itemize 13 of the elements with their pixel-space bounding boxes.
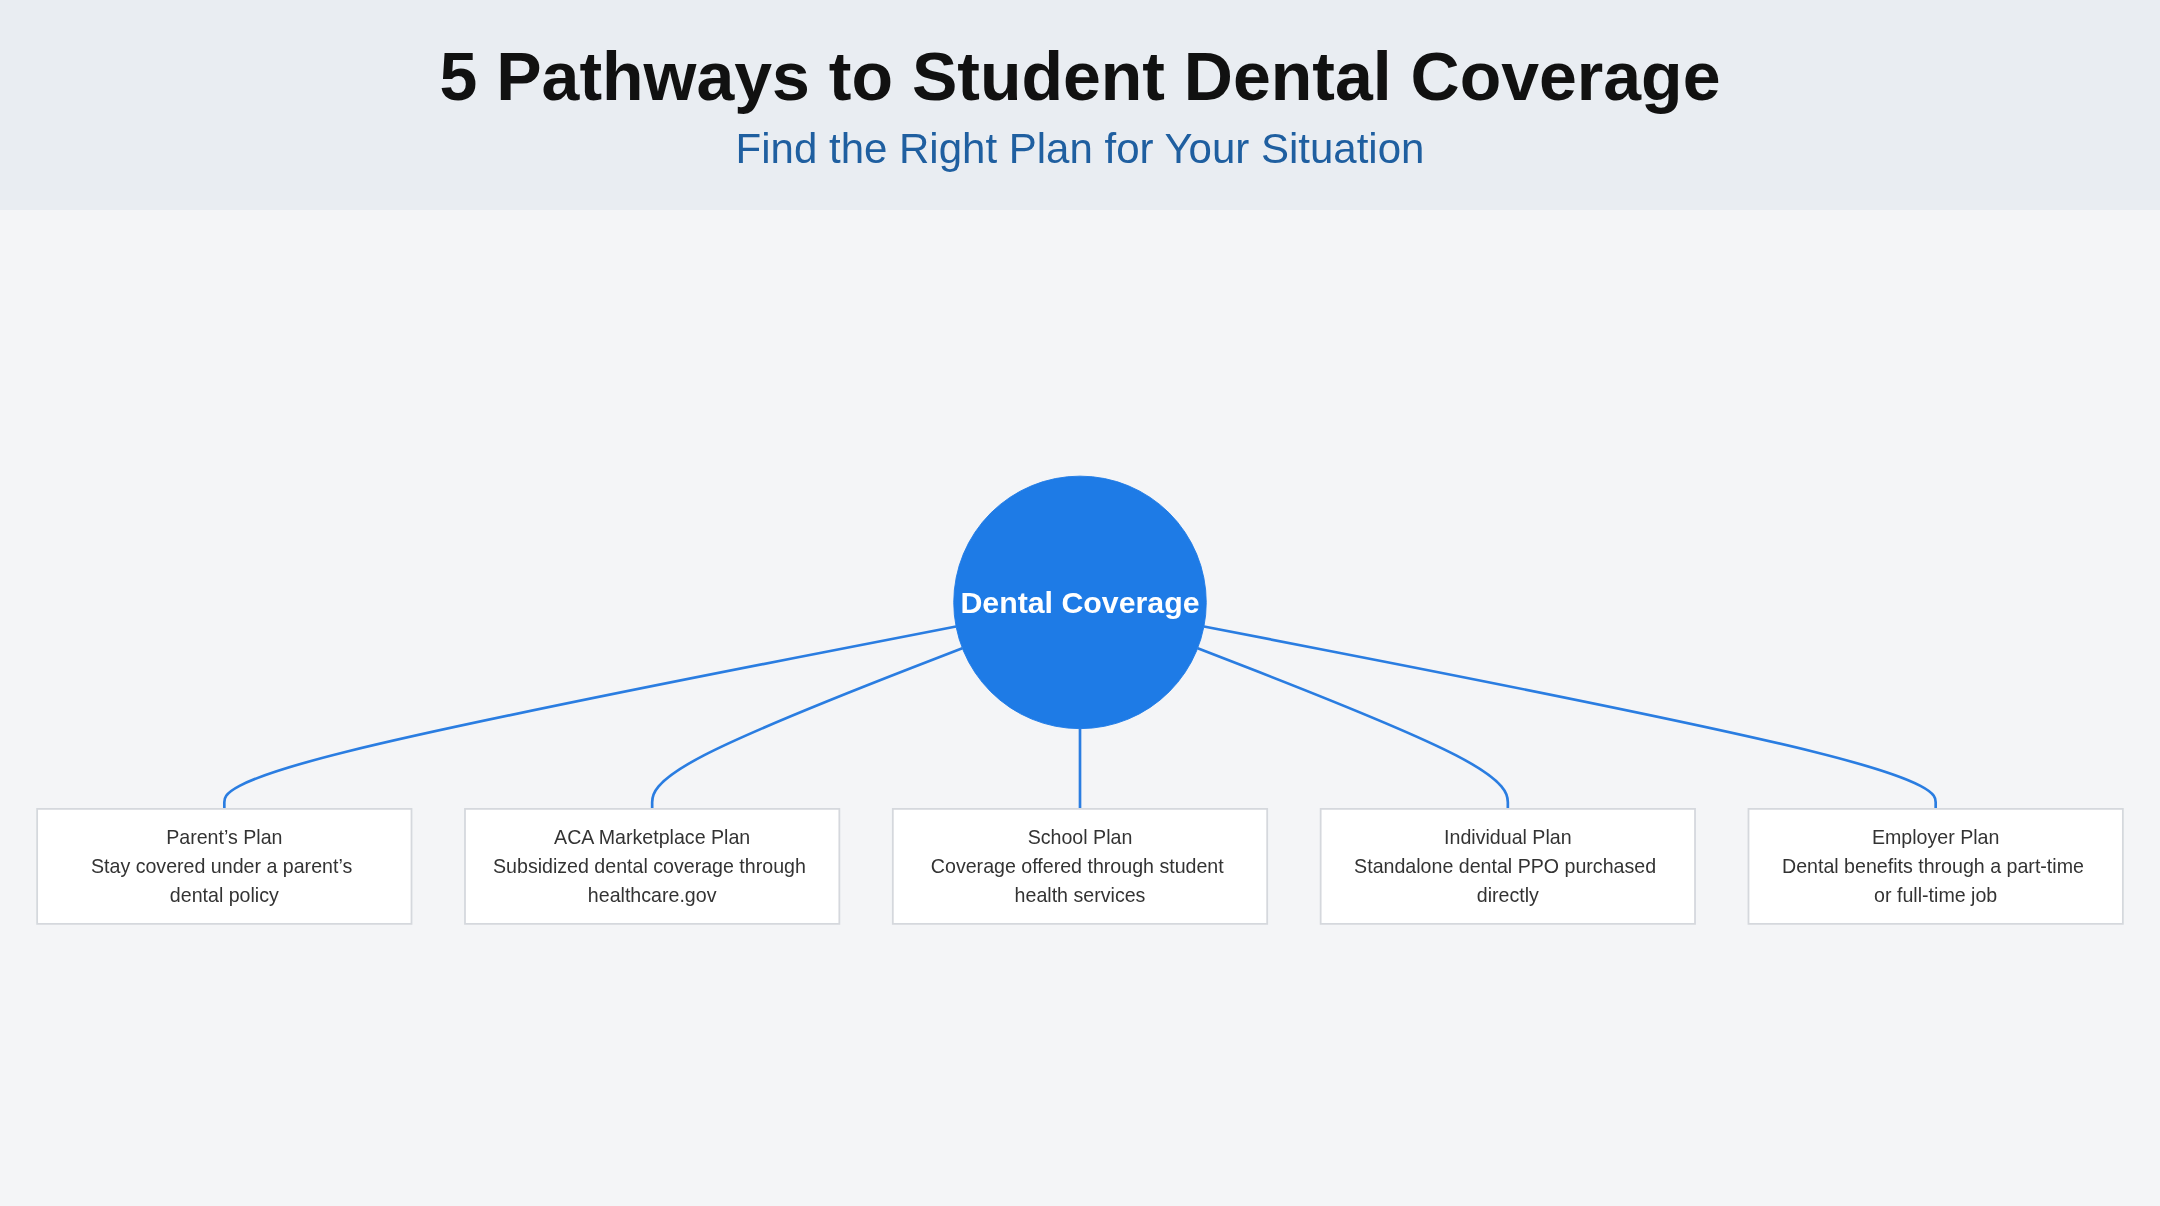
connector — [1197, 646, 1510, 809]
node-box: School Plan Coverage offered through student health services — [891, 808, 1269, 925]
connector — [1203, 625, 1937, 809]
node-box: Individual Plan Standalone dental PPO purchased directly — [1319, 808, 1696, 925]
subtitle: Find the Right Plan for Your Situation — [735, 125, 1425, 173]
connector — [650, 646, 963, 809]
node-circle: Dental Coverage — [953, 475, 1207, 730]
node-box: ACA Marketplace Plan Subsidized dental coverage through healthcare.gov — [464, 808, 841, 925]
connector — [223, 625, 957, 809]
node-box: Employer Plan Dental benefits through a part-time or full-time job — [1747, 808, 2124, 925]
node-box: Parent’s Plan Stay covered under a parent’s dental policy — [36, 808, 413, 925]
title: 5 Pathways to Student Dental Coverage — [439, 37, 1721, 115]
connector — [1078, 728, 1082, 809]
